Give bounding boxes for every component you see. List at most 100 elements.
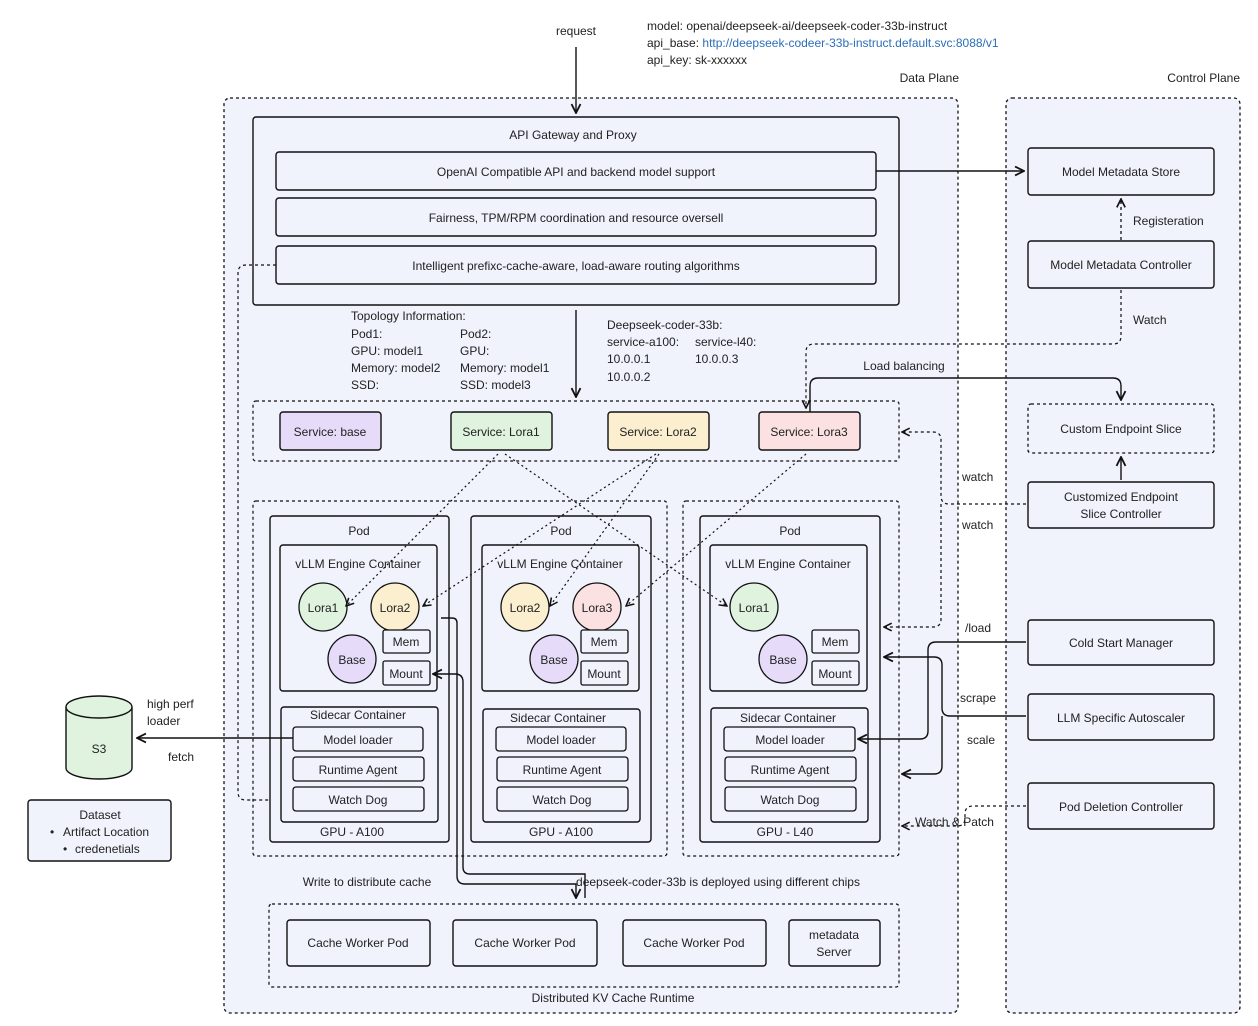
pod-3-lora1-label: Lora1 (739, 601, 770, 615)
cold-start-manager-label: Cold Start Manager (1069, 636, 1173, 650)
pod-deletion-controller (1027, 782, 1215, 830)
api-base-link[interactable]: http://deepseek-codeer-33b-instruct.defa… (702, 36, 999, 50)
pod-3-engine (709, 544, 868, 692)
pod-2-base-label: Base (540, 653, 568, 667)
deepseek-col1-0: service-a100: (607, 335, 679, 349)
pod-3-engine-label: vLLM Engine Container (725, 557, 850, 571)
scale-arrow (902, 716, 943, 774)
s3-label: S3 (92, 742, 107, 756)
cache-worker-3 (622, 919, 767, 967)
watch-patch-label: Watch & Patch (915, 815, 994, 829)
pod-1-lora2-label: Lora2 (380, 601, 411, 615)
service-to-lora-links (346, 453, 807, 606)
deepseek-title: Deepseek-coder-33b: (607, 318, 722, 332)
pod-3-base-label: Base (769, 653, 797, 667)
services-group (252, 400, 900, 462)
deployed-label: deepseek-coder-33b is deployed using dif… (576, 875, 860, 889)
gateway-row-fairness (275, 197, 877, 237)
pod-2-lora2-label: Lora2 (510, 601, 541, 615)
customized-endpoint-slice-controller (1027, 481, 1215, 529)
pod-2-mem (580, 629, 629, 654)
pod-3-title: Pod (779, 524, 800, 538)
topology-pod1-3: SSD: (351, 378, 379, 392)
pod-1-runtime-agent (292, 756, 425, 782)
pod-3-model-loader-label: Model loader (755, 733, 824, 747)
pod-2-title: Pod (550, 524, 571, 538)
service-lora2[interactable] (607, 411, 710, 451)
model-metadata-controller-label: Model Metadata Controller (1050, 258, 1191, 272)
pod-1-engine (279, 544, 438, 692)
gateway-row-openai-label: OpenAI Compatible API and backend model … (437, 165, 716, 179)
model-line: model: openai/deepseek-ai/deepseek-coder… (647, 19, 948, 33)
pod-1-gpu: GPU - A100 (320, 825, 384, 839)
pod-3-gpu: GPU - L40 (757, 825, 814, 839)
high-perf-label-2: loader (147, 714, 180, 728)
write-cache-label: Write to distribute cache (303, 875, 432, 889)
pod-1-engine-label: vLLM Engine Container (295, 557, 420, 571)
pod-3-sidecar-label: Sidecar Container (740, 711, 836, 725)
pod-2-runtime-agent (496, 756, 629, 782)
watch-dashed-to-lora3 (806, 290, 1122, 408)
topology-pod1-2: Memory: model2 (351, 361, 441, 375)
s3-cylinder (65, 695, 133, 780)
watch-patch-dashed (902, 805, 1026, 826)
pod-3: Pod vLLM Engine Container Lora1 Base Mem… (699, 515, 881, 843)
gateway-title: API Gateway and Proxy (509, 128, 636, 142)
cache-worker-2 (452, 919, 598, 967)
scrape-arrow (884, 657, 1026, 717)
custom-endpoint-slice (1027, 403, 1215, 454)
metadata-server-label-1: metadata (809, 928, 859, 942)
pod-1-mem-label: Mem (393, 635, 420, 649)
model-metadata-store (1027, 147, 1215, 196)
pod-3-runtime-agent (724, 756, 857, 782)
pod-3-lora1 (729, 582, 779, 632)
cold-start-manager (1027, 619, 1215, 666)
watch-label-a: watch (961, 470, 993, 484)
deepseek-col1-1: 10.0.0.1 (607, 352, 651, 366)
pod-1-lora1-label: Lora1 (308, 601, 339, 615)
dataset-item-2: credenetials (75, 842, 140, 856)
service-lora1[interactable] (450, 411, 553, 451)
pod-1-title: Pod (348, 524, 369, 538)
deepseek-col1-2: 10.0.0.2 (607, 370, 651, 384)
metadata-server (788, 919, 881, 967)
pod-3-runtime-agent-label: Runtime Agent (751, 763, 830, 777)
pod-2-watch-dog-label: Watch Dog (533, 793, 592, 807)
control-plane (1005, 97, 1241, 1014)
watch-label-b: watch (961, 518, 993, 532)
pod-2-lora3-label: Lora3 (582, 601, 613, 615)
service-base[interactable] (279, 411, 382, 451)
pod-3-watch-dog (724, 786, 857, 812)
pod-2-engine (481, 544, 640, 692)
service-lora2-label: Service: Lora2 (619, 425, 697, 439)
topology-pod2-3: SSD: model3 (460, 378, 531, 392)
pod-1-base (327, 634, 377, 684)
llm-specific-autoscaler-label: LLM Specific Autoscaler (1057, 711, 1185, 725)
dataset-bullet-1: • (50, 825, 54, 839)
pod-2-runtime-agent-label: Runtime Agent (523, 763, 602, 777)
pod-group-a100 (252, 500, 668, 857)
pod-3-mount-label: Mount (818, 667, 852, 681)
watch-to-pods-dashed (884, 504, 942, 627)
cache-worker-3-label: Cache Worker Pod (643, 936, 744, 950)
pod-1-mount (382, 660, 431, 686)
pod-1: Pod vLLM Engine Container Lora1 Lora2 Ba… (269, 515, 450, 843)
scrape-label: scrape (960, 691, 996, 705)
kv-cache-runtime-label: Distributed KV Cache Runtime (532, 991, 695, 1005)
load-label: /load (965, 621, 991, 635)
dataset-item-1: Artifact Location (63, 825, 149, 839)
topology-pod1-1: GPU: model1 (351, 344, 423, 358)
cache-worker-1-label: Cache Worker Pod (307, 936, 408, 950)
pod-2: Pod vLLM Engine Container Lora2 Lora3 Ba… (470, 515, 652, 843)
pod-2-engine-label: vLLM Engine Container (497, 557, 622, 571)
pod-1-base-label: Base (338, 653, 366, 667)
pod-2-sidecar-label: Sidecar Container (510, 711, 606, 725)
topology-pod2-1: GPU: (460, 344, 489, 358)
pod-2-mem-label: Mem (591, 635, 618, 649)
pod-3-model-loader (723, 726, 856, 752)
topology-title: Topology Information: (351, 309, 466, 323)
load-balancing-arrow (809, 377, 1121, 412)
routing-to-watchdog-dashed (237, 264, 289, 800)
load-balancing-label: Load balancing (863, 359, 944, 373)
